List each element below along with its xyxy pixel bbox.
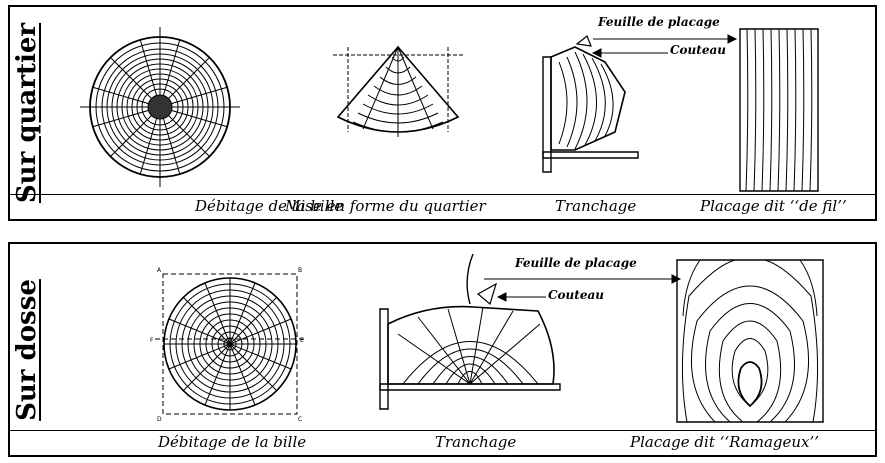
- corner-letter-f: F: [150, 337, 154, 344]
- caption-debitage: Débitage de la bille: [158, 433, 307, 451]
- caption-row: Débitage de la bille Tranchage Placage d…: [10, 430, 875, 455]
- corner-letter-a: A: [157, 267, 162, 274]
- panel-sur-dosse: Sur dosse A B C D E F: [8, 242, 877, 457]
- panel-title-text: Sur dosse: [12, 278, 42, 421]
- quarter-shape: [328, 37, 468, 162]
- slicing-diagram-quartier: [535, 32, 645, 182]
- arrow-feuille-1: [588, 29, 738, 49]
- label-couteau-1: Couteau: [670, 43, 726, 57]
- panel-sur-quartier: Sur quartier: [8, 5, 877, 221]
- panel-title: Sur dosse: [10, 244, 44, 455]
- caption-placage-ramageux: Placage dit ‘‘Ramageux’’: [630, 433, 820, 451]
- veneer-ramageux: [675, 256, 825, 426]
- arrow-couteau-2: [498, 291, 548, 303]
- label-feuille-de-placage-1: Feuille de placage: [598, 15, 720, 29]
- label-couteau-2: Couteau: [548, 288, 604, 302]
- slicing-diagram-dosse: [378, 249, 578, 409]
- caption-tranchage: Tranchage: [435, 433, 517, 451]
- log-section-quartier: [80, 27, 240, 187]
- arrow-couteau-1: [593, 47, 673, 59]
- corner-letter-b: B: [298, 267, 302, 274]
- caption-row: Débitage de la bille Mise en forme du qu…: [10, 194, 875, 219]
- caption-mise-en-forme: Mise en forme du quartier: [285, 197, 486, 215]
- panel-title: Sur quartier: [10, 7, 44, 219]
- corner-letter-c: C: [298, 416, 302, 423]
- label-feuille-de-placage-2: Feuille de placage: [515, 256, 637, 270]
- caption-tranchage: Tranchage: [555, 197, 637, 215]
- caption-debitage: Débitage de la bille: [195, 197, 344, 215]
- log-section-dosse: A B C D E F: [150, 267, 315, 423]
- veneer-de-fil: [735, 25, 825, 195]
- caption-placage-de-fil: Placage dit ‘‘de fil’’: [700, 197, 847, 215]
- corner-letter-d: D: [157, 416, 162, 423]
- corner-letter-e: E: [300, 337, 304, 344]
- panel-title-text: Sur quartier: [12, 22, 42, 204]
- arrow-feuille-2: [480, 272, 680, 286]
